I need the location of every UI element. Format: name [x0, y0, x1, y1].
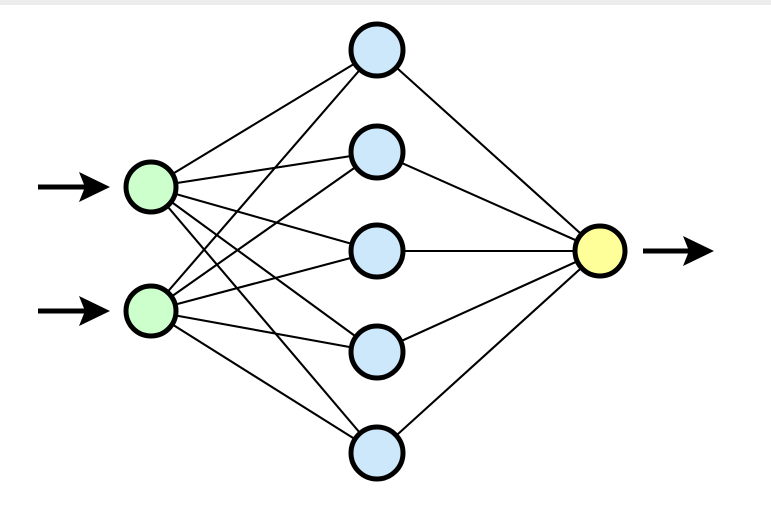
output-arrow-1: [643, 236, 714, 266]
edge-i1-h5: [149, 185, 379, 455]
edge-i2-h2: [149, 150, 379, 313]
node-input-1[interactable]: [123, 159, 179, 215]
node-input-2[interactable]: [123, 283, 179, 339]
edge-i2-h1: [149, 48, 379, 313]
node-hidden-4[interactable]: [348, 323, 406, 381]
layer-output: [572, 223, 628, 279]
edge-i1-h1: [149, 48, 379, 189]
edge-i2-h5: [149, 309, 379, 455]
edge-h1-o1: [375, 48, 602, 253]
input-arrow-1: [38, 172, 110, 202]
node-hidden-3[interactable]: [348, 222, 406, 280]
node-hidden-5[interactable]: [348, 424, 406, 482]
edge-h2-o1: [375, 150, 602, 253]
edge-i1-h3: [149, 185, 379, 253]
edge-group-input-to-hidden: [149, 48, 379, 455]
input-arrow-1-head: [79, 172, 110, 202]
edge-h4-o1: [375, 249, 602, 354]
input-arrow-2-head: [79, 296, 110, 326]
input-arrow-2: [38, 296, 110, 326]
edge-i2-h3: [149, 249, 379, 313]
edge-i2-h4: [149, 309, 379, 354]
node-hidden-2[interactable]: [348, 123, 406, 181]
edge-h5-o1: [375, 249, 602, 455]
output-arrow-1-head: [683, 236, 714, 266]
edge-i1-h4: [149, 185, 379, 354]
layer-input: [123, 159, 179, 339]
layer-hidden: [348, 21, 406, 482]
edge-i1-h2: [149, 150, 379, 189]
edge-group-hidden-to-output: [375, 48, 602, 455]
node-hidden-1[interactable]: [348, 21, 406, 79]
node-output-1[interactable]: [572, 223, 628, 279]
